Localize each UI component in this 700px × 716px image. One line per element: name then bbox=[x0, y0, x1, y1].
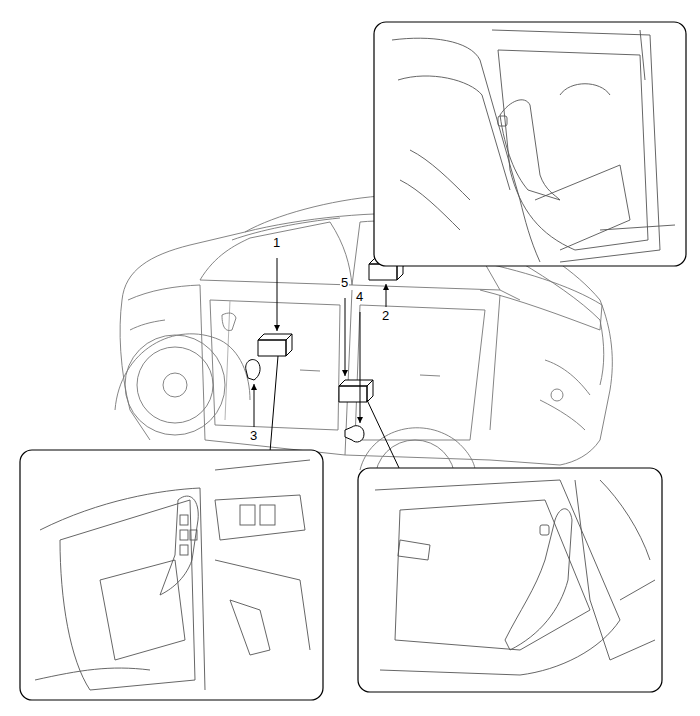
inset-panel bbox=[20, 450, 323, 700]
callout-number: 5 bbox=[340, 276, 349, 289]
leader-lines bbox=[254, 250, 440, 470]
inset-panel bbox=[374, 22, 686, 266]
inset-panel bbox=[358, 468, 662, 692]
callout-number: 2 bbox=[381, 309, 390, 322]
callout-number: 4 bbox=[355, 290, 364, 303]
callout-number: 3 bbox=[249, 429, 258, 442]
callout-number: 1 bbox=[272, 236, 281, 249]
component-boxes bbox=[246, 258, 403, 442]
